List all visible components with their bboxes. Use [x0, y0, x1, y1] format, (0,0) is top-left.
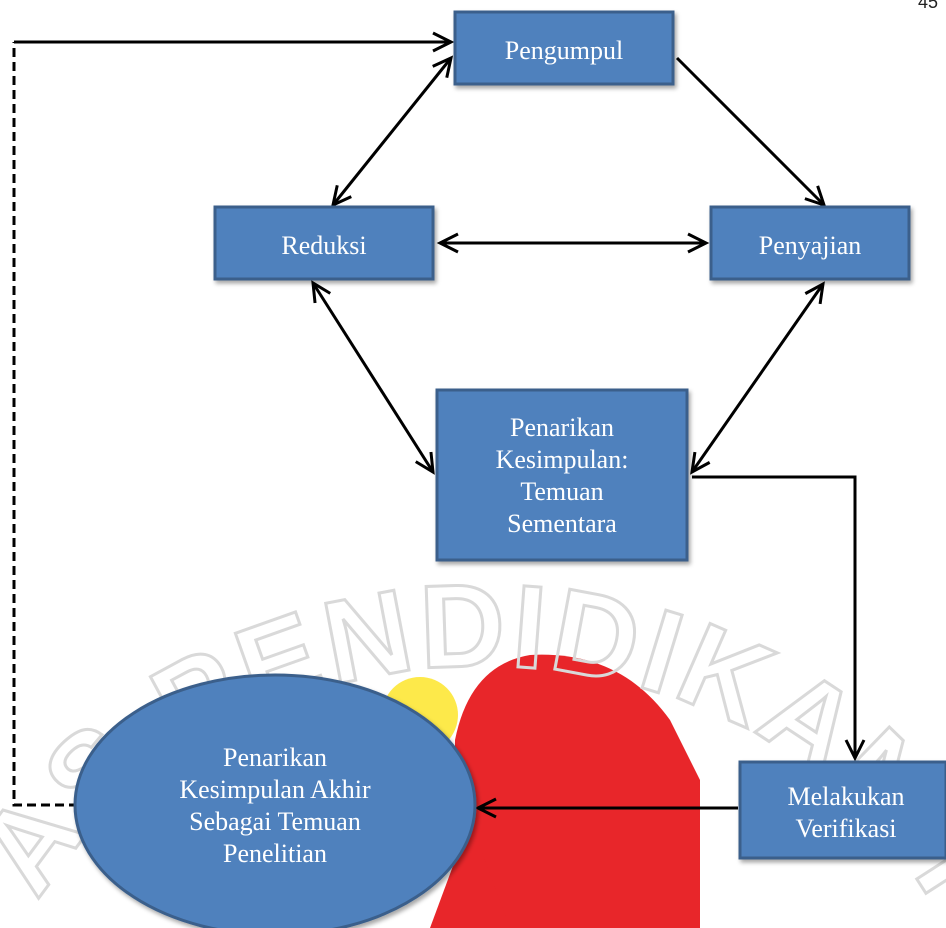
- penyajian-label-line: Penyajian: [759, 231, 862, 260]
- edge-pengumpul-reduksi: [330, 55, 454, 208]
- page-number: 45: [918, 0, 939, 12]
- node-pengumpul: Pengumpul: [453, 10, 675, 86]
- edge-penyajian-temuan: [690, 281, 825, 475]
- kesimpulan-akhir-label-line: Kesimpulan Akhir: [179, 775, 371, 804]
- svg-text:Pengumpul: Pengumpul: [505, 36, 623, 65]
- temuan-sementara-label-line: Penarikan: [510, 413, 614, 442]
- pengumpul-label-line: Pengumpul: [505, 36, 623, 65]
- kesimpulan-akhir-label-line: Sebagai Temuan: [189, 807, 361, 836]
- reduksi-label-line: Reduksi: [281, 231, 366, 260]
- temuan-sementara-label-line: Temuan: [520, 477, 603, 506]
- edge-feedback-dashed: [12, 42, 78, 807]
- watermark-red-shape: [455, 654, 700, 928]
- temuan-sementara-label-line: Kesimpulan:: [496, 445, 629, 474]
- edge-temuan-verifikasi: [692, 475, 866, 762]
- verifikasi-label-line: Verifikasi: [795, 814, 896, 843]
- node-penyajian: Penyajian: [709, 205, 911, 281]
- verifikasi-label-line: Melakukan: [788, 782, 905, 811]
- node-reduksi: Reduksi: [213, 205, 435, 281]
- kesimpulan-akhir-label-line: Penarikan: [223, 743, 327, 772]
- svg-text:Penyajian: Penyajian: [759, 231, 862, 260]
- svg-text:Reduksi: Reduksi: [281, 231, 366, 260]
- watermark-red-shape-tip: [430, 820, 510, 928]
- kesimpulan-akhir-label-line: Penelitian: [223, 839, 327, 868]
- temuan-sementara-label-line: Sementara: [507, 509, 617, 538]
- edge-reduksi-temuan: [311, 280, 435, 475]
- edge-pengumpul-penyajian: [675, 56, 827, 208]
- connectors: [12, 31, 866, 819]
